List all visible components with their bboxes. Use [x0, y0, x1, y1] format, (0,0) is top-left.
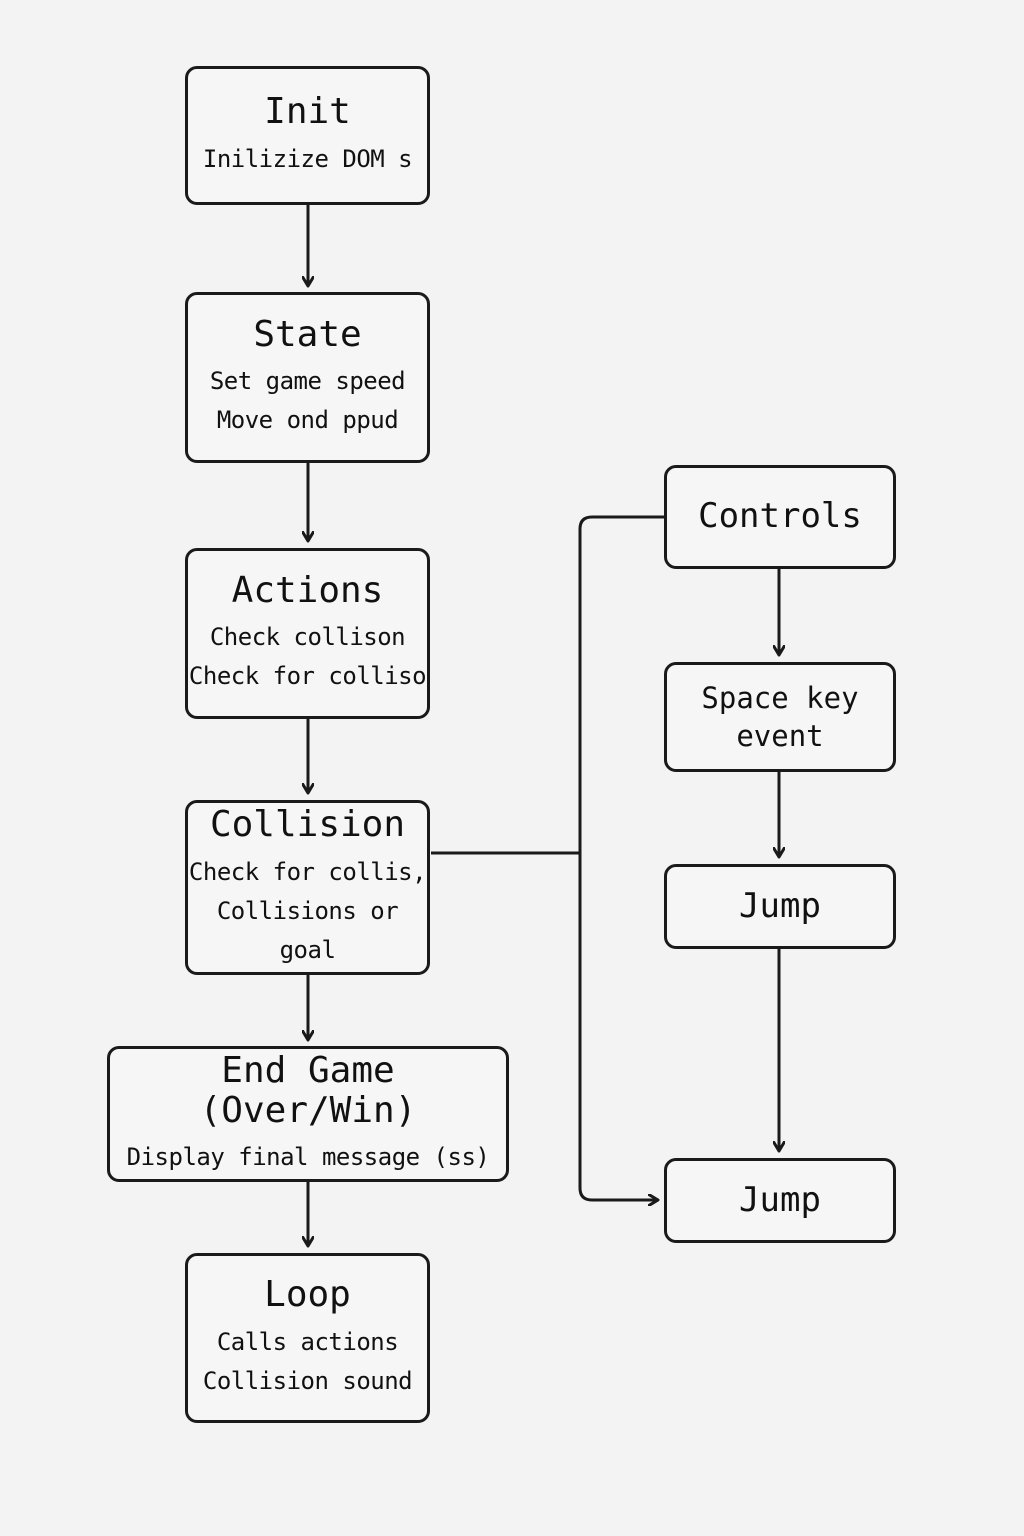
space-key-node: Space key event — [664, 662, 896, 772]
space-key-line-2: event — [736, 719, 824, 753]
jump-title-1: Jump — [739, 885, 821, 926]
state-node: State Set game speed Move ond ppud — [185, 292, 430, 463]
init-desc-line-1: Inilizize DOM s — [202, 144, 413, 173]
jump-node-1: Jump — [664, 864, 896, 949]
collision-desc-line-1: Check for collis, — [188, 857, 427, 886]
actions-desc-line-2: Check for colliso — [188, 662, 427, 691]
collision-desc-line-2: Collisions or goal — [216, 896, 399, 964]
loop-title: Loop — [264, 1274, 351, 1316]
controls-node: Controls — [664, 465, 896, 569]
actions-node: Actions Check collison Check for colliso — [185, 548, 430, 719]
actions-desc-line-1: Check collison — [209, 623, 406, 652]
init-node: Init Inilizize DOM s — [185, 66, 430, 205]
collision-title: Collision — [209, 804, 406, 846]
end-game-title: End Game (Over/Win) — [199, 1049, 417, 1131]
loop-node: Loop Calls actions Collision sound — [185, 1253, 430, 1423]
actions-title: Actions — [231, 569, 384, 611]
state-desc-line-1: Set game speed — [209, 367, 406, 396]
collision-node: Collision Check for collis, Collisions o… — [185, 800, 430, 975]
space-key-line-1: Space key — [701, 681, 859, 715]
jump-node-2: Jump — [664, 1158, 896, 1243]
end-game-node: End Game (Over/Win) Display final messag… — [107, 1046, 509, 1182]
controls-title: Controls — [698, 496, 862, 537]
loop-desc-line-2: Collision sound — [202, 1366, 413, 1395]
end-game-desc-line-1: Display final message (ss) — [126, 1143, 490, 1172]
loop-desc-line-1: Calls actions — [216, 1327, 399, 1356]
state-title: State — [253, 313, 362, 355]
init-title: Init — [264, 91, 351, 133]
jump-title-2: Jump — [739, 1179, 821, 1220]
state-desc-line-2: Move ond ppud — [216, 406, 399, 435]
connector-controls-bracket — [578, 515, 664, 1200]
